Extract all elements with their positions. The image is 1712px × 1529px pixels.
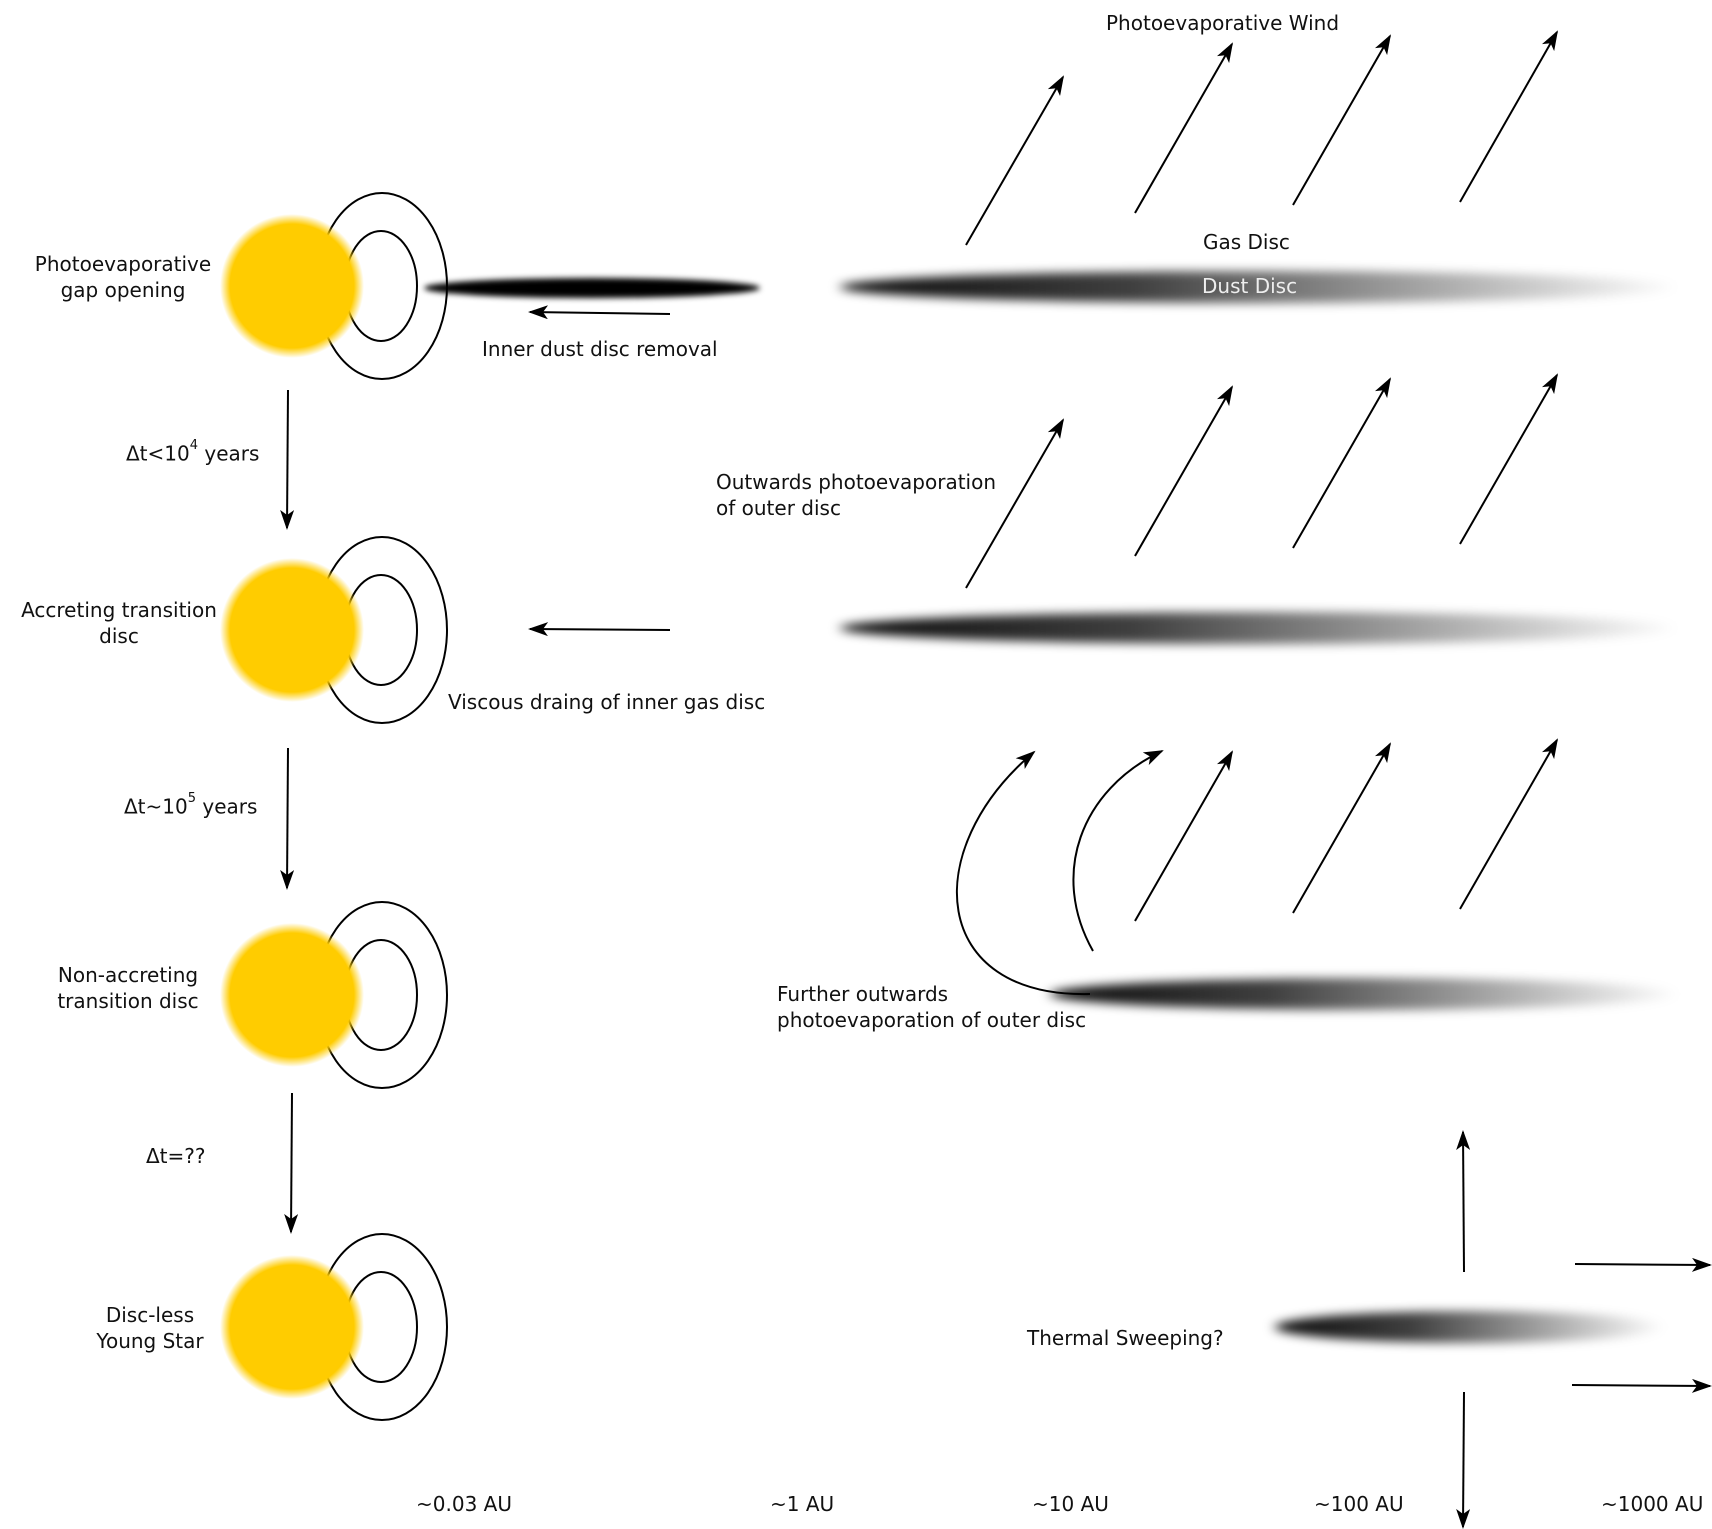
outwards-photoevaporation-label: Outwards photoevaporation of outer disc (716, 469, 996, 521)
stage-1-label-line1: Photoevaporative (34, 252, 212, 276)
further-outwards-label: Further outwards photoevaporation of out… (777, 981, 1086, 1033)
outer-disc-stage-3 (1050, 978, 1680, 1010)
wind-arrow (1134, 750, 1233, 922)
star (220, 923, 364, 1067)
inner-dust-removal-label: Inner dust disc removal (482, 337, 718, 361)
photoevaporative-wind-label: Photoevaporative Wind (1106, 11, 1340, 35)
timescale-2-suffix: years (196, 794, 258, 819)
outer-disc-stage-1 (840, 271, 1680, 303)
wind-arrow (1134, 385, 1233, 557)
stage-4-label: Disc-less Young Star (80, 1302, 220, 1354)
timeline-arrow-2 (280, 747, 295, 890)
viscous-draining-label: Viscous draing of inner gas disc (448, 690, 766, 714)
stage-1-label-line2: gap opening (60, 278, 186, 302)
curved-wind-arrow (1072, 750, 1164, 952)
inner-dust-disc (424, 278, 760, 298)
wind-arrow (1459, 373, 1558, 545)
gas-disc-label: Gas Disc (1203, 230, 1290, 254)
stage-1-label: Photoevaporative gap opening (18, 251, 228, 303)
wind-arrow (1459, 738, 1558, 910)
further-outwards-line1: Further outwards (777, 982, 949, 1006)
axis-tick-10au: ~10 AU (1032, 1492, 1109, 1516)
wind-arrow (1292, 34, 1391, 206)
sweep-arrow-right (1571, 1378, 1712, 1393)
stage-3-star-system (220, 901, 448, 1089)
outwards-photoevaporation-line1: Outwards photoevaporation (716, 470, 997, 494)
timescale-1-exponent: 4 (189, 438, 199, 453)
curved-wind-arrow (956, 750, 1091, 996)
stage-2-label-line1: Accreting transition (21, 598, 217, 622)
sweep-arrow-down (1456, 1391, 1471, 1529)
star (220, 214, 364, 358)
stage-2-label-line2: disc (99, 624, 139, 648)
outwards-photoevaporation-line2: of outer disc (716, 496, 841, 520)
wind-arrow (965, 418, 1065, 589)
wind-arrow (1459, 30, 1558, 203)
timeline-arrow-1 (280, 389, 295, 530)
axis-tick-1000au: ~1000 AU (1601, 1492, 1704, 1516)
outer-disc-stage-2 (840, 612, 1680, 644)
wind-arrow (1134, 42, 1233, 214)
timescale-1: Δt<104 years (126, 437, 259, 467)
timescale-1-prefix: Δt<10 (126, 441, 190, 466)
timescale-3: Δt=?? (146, 1143, 206, 1169)
dust-disc-label: Dust Disc (1202, 274, 1298, 298)
axis-tick-100au: ~100 AU (1314, 1492, 1404, 1516)
sweep-arrow-right (1574, 1257, 1712, 1272)
star (220, 1255, 364, 1399)
timescale-2-exponent: 5 (187, 791, 197, 806)
stage-3-label: Non-accreting transition disc (38, 962, 218, 1014)
stage-4-label-line1: Disc-less (105, 1303, 195, 1327)
outer-disc-stage-4 (1275, 1311, 1665, 1343)
stage-1-star-system (220, 192, 448, 380)
inner-dust-removal-arrow (528, 305, 671, 320)
further-outwards-line2: photoevaporation of outer disc (777, 1008, 1087, 1032)
axis-tick-1au: ~1 AU (770, 1492, 835, 1516)
stage-3-label-line2: transition disc (57, 989, 199, 1013)
viscous-draining-arrow (528, 622, 671, 637)
stage-2-star-system (220, 536, 448, 724)
timescale-2: Δt~105 years (124, 790, 257, 820)
stage-4-label-line2: Young Star (96, 1329, 204, 1353)
stage-4-star-system (220, 1233, 448, 1421)
wind-arrow (1292, 742, 1391, 914)
wind-arrow (965, 75, 1065, 246)
axis-tick-0.03au: ~0.03 AU (416, 1492, 512, 1516)
stage-2-label: Accreting transition disc (6, 597, 232, 649)
timescale-1-suffix: years (198, 441, 260, 466)
star (220, 558, 364, 702)
timeline-arrow-3 (284, 1092, 299, 1234)
stage-3-label-line1: Non-accreting (57, 963, 199, 987)
timescale-2-prefix: Δt~10 (124, 794, 188, 819)
wind-arrow (1292, 377, 1391, 549)
timescale-3-prefix: Δt=?? (146, 1144, 206, 1168)
sweep-arrow-up (1456, 1130, 1471, 1273)
thermal-sweeping-label: Thermal Sweeping? (1027, 1326, 1224, 1350)
